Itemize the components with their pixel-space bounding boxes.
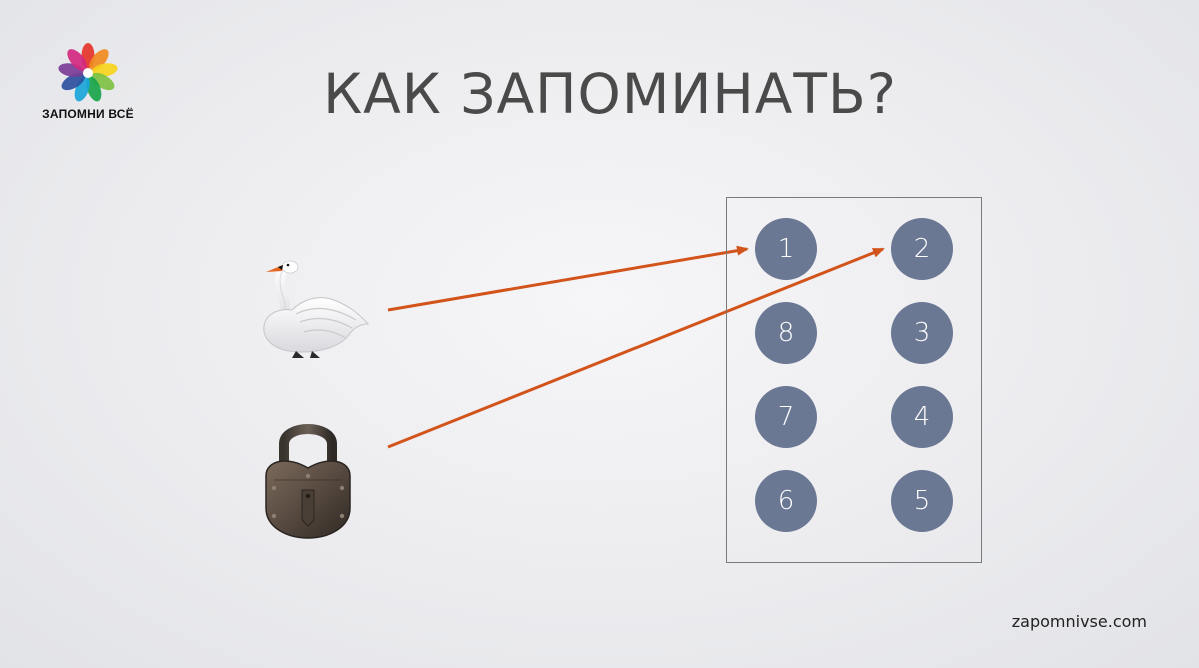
padlock-image <box>258 416 358 541</box>
logo-petal <box>61 72 85 91</box>
number-circle-5: 5 <box>891 470 953 532</box>
number-circle-1: 1 <box>755 218 817 280</box>
arrow-lock-to-2 <box>387 247 885 449</box>
memory-grid-frame: 1 2 8 3 7 4 6 5 <box>726 197 982 563</box>
brand-logo: ЗАПОМНИ ВСЁ <box>40 40 136 130</box>
brand-name: ЗАПОМНИ ВСЁ <box>42 107 134 121</box>
logo-petal <box>67 49 87 71</box>
swan-image <box>252 250 372 365</box>
logo-petal <box>86 76 102 102</box>
number-circle-8: 8 <box>755 302 817 364</box>
logo-petal <box>91 72 115 91</box>
logo-petal <box>89 49 109 71</box>
slide-title: КАК ЗАПОМИНАТЬ? <box>323 62 897 126</box>
number-circle-2: 2 <box>891 218 953 280</box>
number-circle-4: 4 <box>891 386 953 448</box>
footer-url[interactable]: zapomnivse.com <box>1011 612 1147 631</box>
number-circle-7: 7 <box>755 386 817 448</box>
number-circle-3: 3 <box>891 302 953 364</box>
number-circle-6: 6 <box>755 470 817 532</box>
flower-logo-icon <box>58 43 118 102</box>
arrow-swan-to-1 <box>387 245 749 312</box>
